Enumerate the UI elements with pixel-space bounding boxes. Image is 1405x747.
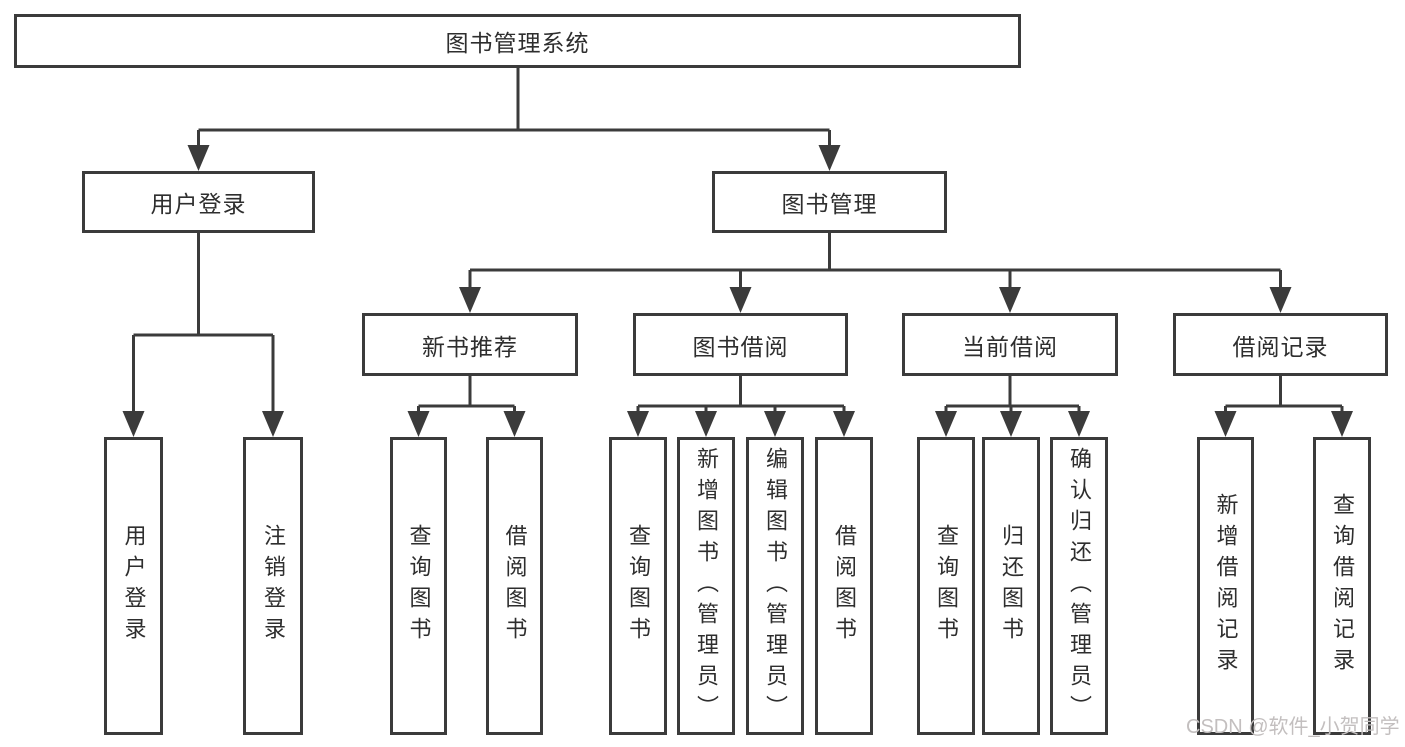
leaf-current-return-books: 归还图书 [982, 437, 1040, 735]
leaf-current-confirm-return-admin: 确认归还（管理员） [1050, 437, 1108, 735]
leaf-current-return-books-label: 归还图书 [999, 524, 1024, 648]
leaf-query-borrow-record: 查询借阅记录 [1313, 437, 1371, 735]
leaf-user-login: 用户登录 [104, 437, 163, 735]
leaf-recommend-query-books: 查询图书 [390, 437, 447, 735]
node-current-borrowing-label: 当前借阅 [962, 333, 1058, 360]
leaf-add-borrow-record: 新增借阅记录 [1197, 437, 1254, 735]
node-root-label: 图书管理系统 [445, 30, 590, 56]
node-book-borrowing-label: 图书借阅 [692, 333, 789, 360]
leaf-recommend-query-books-label: 查询图书 [406, 524, 432, 648]
leaf-borrowing-borrow-books: 借阅图书 [815, 437, 873, 735]
leaf-borrowing-query-books-label: 查询图书 [626, 524, 651, 648]
leaf-recommend-borrow-books: 借阅图书 [486, 437, 543, 735]
leaf-borrowing-add-books-admin-label: 新增图书（管理员） [694, 446, 719, 726]
leaf-current-confirm-return-admin-label: 确认归还（管理员） [1067, 446, 1092, 726]
node-user-login: 用户登录 [82, 171, 315, 233]
leaf-borrowing-query-books: 查询图书 [609, 437, 667, 735]
leaf-current-query-books-label: 查询图书 [934, 524, 959, 648]
node-root: 图书管理系统 [14, 14, 1021, 68]
csdn-watermark: CSDN @软件_小贺同学 [1186, 716, 1400, 738]
node-new-book-recommend-label: 新书推荐 [422, 333, 518, 360]
leaf-logout-label: 注销登录 [261, 524, 286, 648]
leaf-recommend-borrow-books-label: 借阅图书 [502, 524, 528, 648]
arrowheads [122, 145, 1353, 437]
node-user-login-label: 用户登录 [150, 191, 247, 217]
leaf-borrowing-borrow-books-label: 借阅图书 [832, 524, 857, 648]
leaf-current-query-books: 查询图书 [917, 437, 975, 735]
node-new-book-recommend: 新书推荐 [362, 313, 578, 376]
node-book-management: 图书管理 [712, 171, 947, 233]
leaf-add-borrow-record-label: 新增借阅记录 [1213, 493, 1239, 679]
node-borrow-records: 借阅记录 [1173, 313, 1388, 376]
leaf-borrowing-add-books-admin: 新增图书（管理员） [677, 437, 735, 735]
node-book-management-label: 图书管理 [781, 191, 878, 217]
leaf-query-borrow-record-label: 查询借阅记录 [1330, 493, 1355, 679]
node-borrow-records-label: 借阅记录 [1232, 333, 1329, 360]
leaf-logout: 注销登录 [243, 437, 303, 735]
node-current-borrowing: 当前借阅 [902, 313, 1118, 376]
node-book-borrowing: 图书借阅 [633, 313, 848, 376]
leaf-user-login-label: 用户登录 [121, 524, 147, 648]
leaf-borrowing-edit-books-admin-label: 编辑图书（管理员） [763, 446, 788, 726]
leaf-borrowing-edit-books-admin: 编辑图书（管理员） [746, 437, 804, 735]
